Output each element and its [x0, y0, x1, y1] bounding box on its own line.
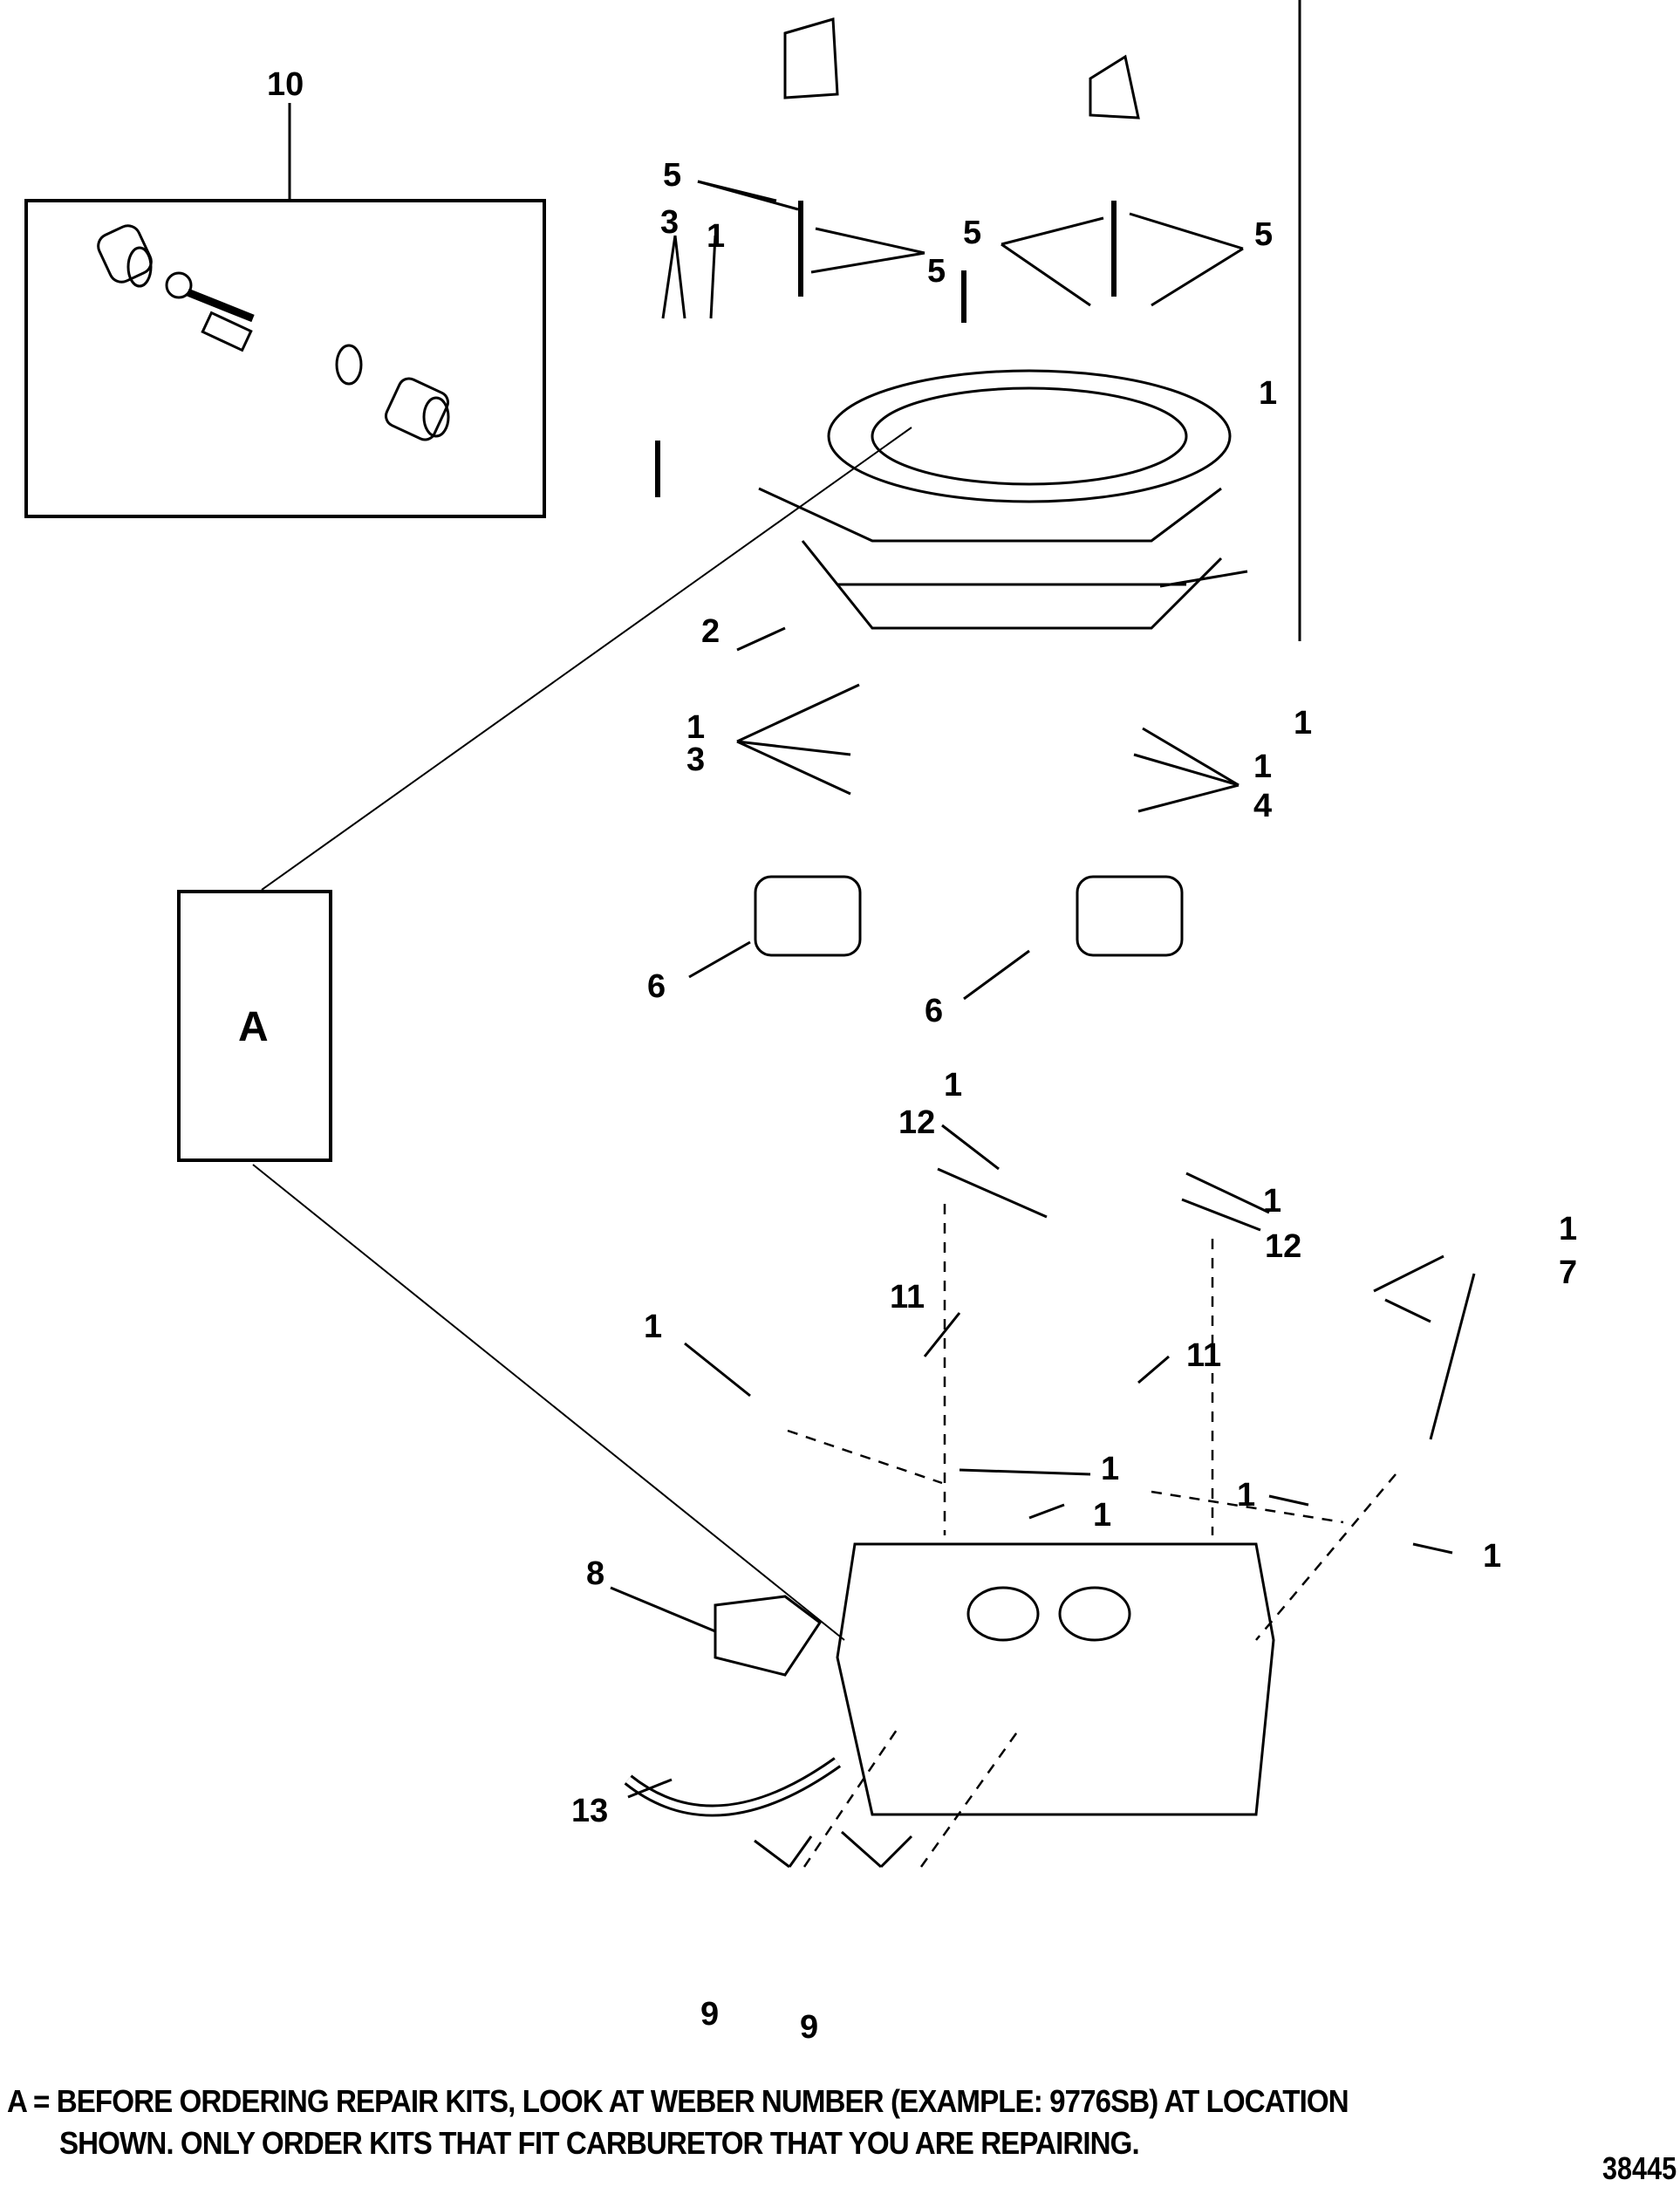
- callout-12: 12: [898, 1104, 936, 1141]
- figure-number: 38445: [1601, 2150, 1677, 2186]
- callout-9: 9: [800, 2009, 819, 2046]
- callout-6: 6: [925, 993, 944, 1029]
- idle-screw-kit-inset: [24, 199, 546, 518]
- callout-6: 6: [647, 968, 666, 1005]
- callout-1: 1: [1483, 1538, 1502, 1575]
- callout-5: 5: [963, 215, 982, 251]
- callout-8: 8: [586, 1555, 605, 1592]
- callout-2: 2: [701, 613, 720, 650]
- floats: [688, 875, 1184, 1001]
- callout-1: 1: [944, 1067, 963, 1104]
- reference-label-a: A: [238, 1004, 269, 1050]
- note-line-2: SHOWN. ONLY ORDER KITS THAT FIT CARBURET…: [59, 2125, 1140, 2161]
- carburetor-body: [624, 1542, 1275, 1817]
- callout-3: 3: [660, 204, 680, 241]
- callout-1: 1: [1093, 1497, 1112, 1534]
- callout-12: 12: [1265, 1228, 1302, 1265]
- callout-1: 1: [1559, 1211, 1578, 1247]
- callout-5: 5: [663, 157, 682, 194]
- callout-9: 9: [700, 1996, 720, 2033]
- leader-a-upper: [261, 427, 912, 891]
- leader-lines-upper: [661, 0, 1301, 813]
- callout-11: 11: [1186, 1337, 1222, 1374]
- leader-a-lower: [252, 1164, 845, 1641]
- callout-13: 13: [571, 1793, 609, 1829]
- callout-5: 5: [1254, 216, 1274, 253]
- callout-1: 1: [1294, 705, 1313, 742]
- callout-1: 1: [644, 1309, 663, 1345]
- callout-4: 4: [1253, 788, 1273, 824]
- callout-1: 1: [1263, 1183, 1282, 1220]
- dashed-guides: [787, 1204, 1397, 1868]
- callout-1: 1: [1259, 375, 1278, 412]
- airhorn-assembly: [758, 17, 1232, 630]
- callout-1: 1: [686, 709, 706, 746]
- callout-1: 1: [707, 218, 726, 255]
- callout-11: 11: [890, 1279, 925, 1316]
- callout-1: 1: [1101, 1451, 1120, 1487]
- callout-1: 1: [1253, 748, 1273, 785]
- note-line-1: A = BEFORE ORDERING REPAIR KITS, LOOK AT…: [7, 2083, 1349, 2119]
- callout-5: 5: [927, 253, 946, 290]
- idle-screw-kit: [97, 224, 450, 441]
- leader-lines-lower: [610, 1124, 1476, 1869]
- callout-7: 7: [1559, 1254, 1578, 1291]
- callout-1: 1: [1237, 1477, 1256, 1514]
- reference-box-a: [177, 890, 332, 1162]
- pump-rods: [655, 201, 1117, 497]
- callout-3: 3: [686, 742, 706, 778]
- callout-10: 10: [267, 66, 304, 103]
